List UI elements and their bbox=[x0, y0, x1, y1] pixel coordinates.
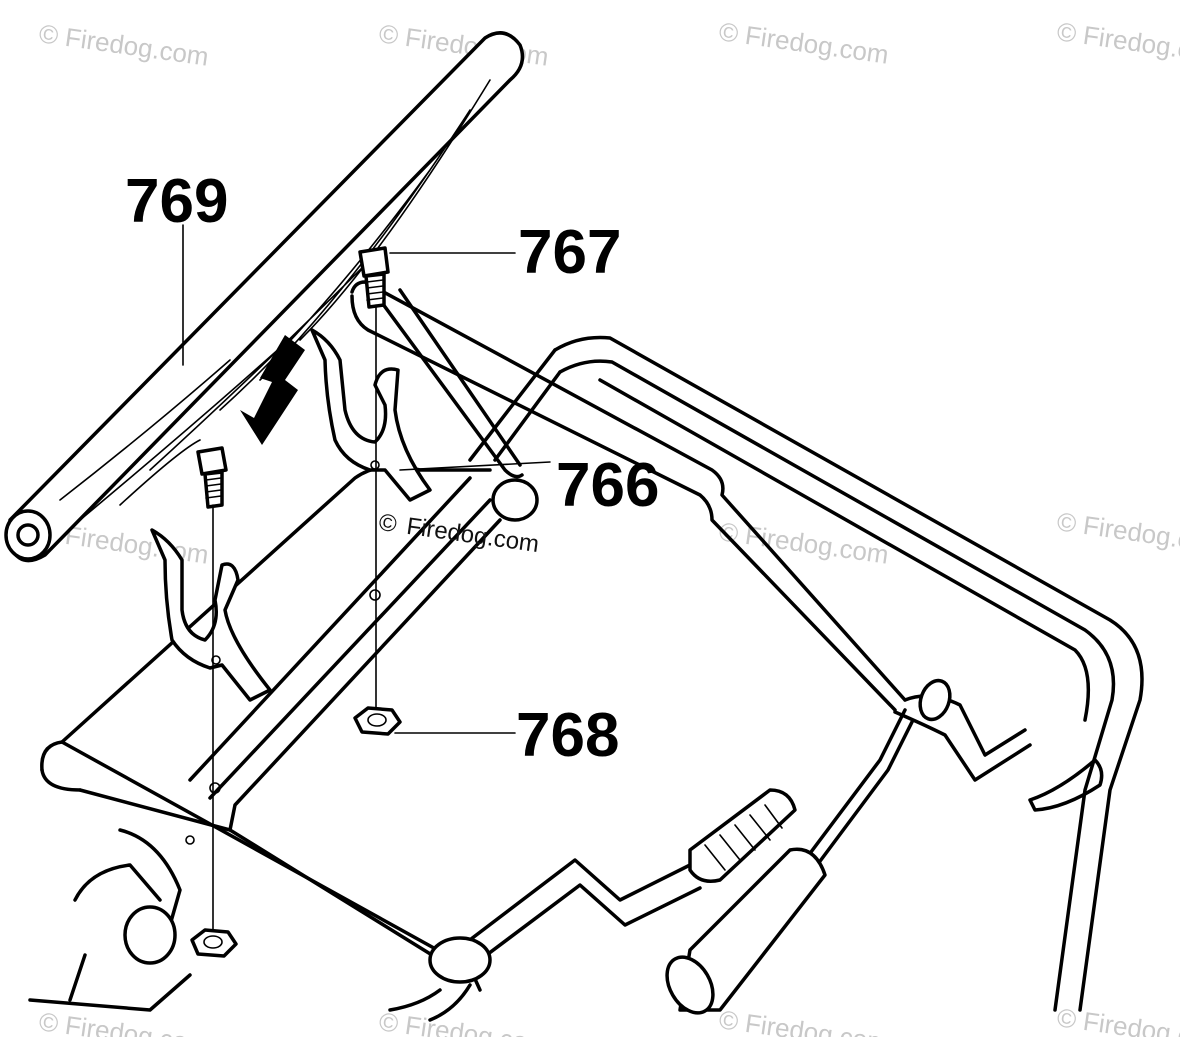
handle-frame bbox=[468, 335, 1144, 1012]
part-767-bolt bbox=[358, 246, 390, 716]
rod-end bbox=[491, 478, 539, 522]
part-768-nut bbox=[353, 706, 402, 736]
watermark: © Firedog.com bbox=[717, 16, 890, 69]
part-number-767: 767 bbox=[518, 218, 621, 287]
part-769-grip bbox=[4, 31, 525, 563]
watermark: © Firedog.com bbox=[717, 1004, 890, 1037]
leader-766 bbox=[399, 461, 551, 471]
clip-left bbox=[150, 528, 272, 702]
watermark: © Firedog.com bbox=[37, 1006, 210, 1037]
watermark: © Firedog.com bbox=[1055, 1002, 1180, 1037]
nut-left bbox=[190, 928, 238, 958]
down-arrow-icon bbox=[240, 335, 305, 445]
lower-linkage bbox=[388, 788, 827, 1022]
watermark: © Firedog.com bbox=[37, 18, 210, 71]
part-number-769: 769 bbox=[125, 167, 228, 236]
stamp-copyright: © bbox=[377, 509, 399, 538]
watermark: © Firedog.com bbox=[377, 1006, 550, 1037]
part-number-768: 768 bbox=[516, 701, 619, 770]
watermark: © Firedog.com bbox=[1055, 16, 1180, 69]
part-number-766: 766 bbox=[556, 451, 659, 520]
clip-right bbox=[310, 328, 432, 502]
watermark: © Firedog.com bbox=[1055, 506, 1180, 559]
cylinder bbox=[678, 847, 827, 1012]
bolt-left bbox=[196, 446, 228, 941]
watermark: © Firedog.com bbox=[717, 516, 890, 569]
control-rod bbox=[350, 280, 1032, 890]
